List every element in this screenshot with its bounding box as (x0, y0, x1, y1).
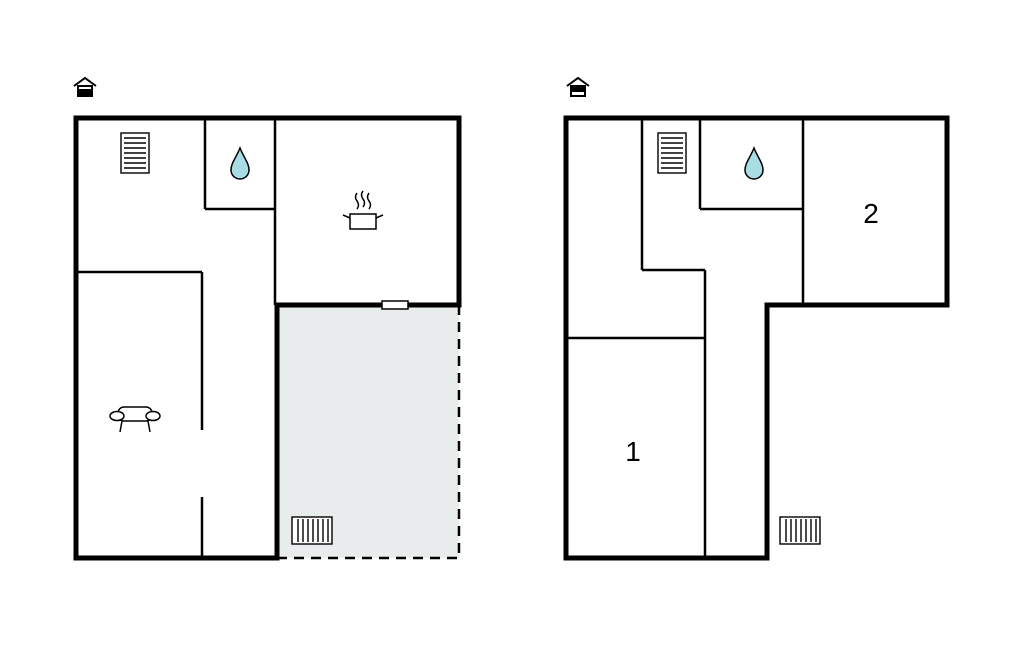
water-drop-icon (744, 145, 764, 180)
upper-floor-plan: 2 1 (563, 76, 950, 561)
stairs-icon (120, 132, 150, 174)
floor-level-house-icon (73, 76, 97, 97)
water-drop-icon (230, 145, 250, 180)
upper-floor-outer-wall (563, 115, 950, 561)
bedroom-2-label: 2 (863, 198, 879, 229)
sofa-icon (109, 406, 161, 433)
deck-icon (291, 516, 333, 545)
ground-floor-plan (73, 76, 462, 561)
upper-floor-interior-walls (566, 118, 805, 558)
terrace-dashed-edge (277, 305, 461, 560)
terrace-area (277, 305, 459, 558)
ground-floor-interior-walls (76, 118, 277, 558)
floor-level-house-icon (566, 76, 590, 97)
ground-floor-outer-wall (73, 115, 462, 561)
deck-icon (779, 516, 821, 545)
stairs-icon (657, 132, 687, 174)
window (381, 300, 409, 310)
bedroom-1-label: 1 (625, 436, 641, 467)
cooking-pot-icon (342, 190, 384, 230)
